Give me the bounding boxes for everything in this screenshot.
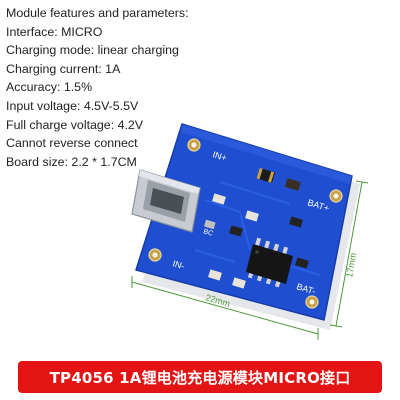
spec-line-charging-current: Charging current: 1A — [6, 61, 121, 76]
tp4056-chip — [246, 237, 293, 288]
spec-line-full-charge-voltage: Full charge voltage: 4.2V — [6, 117, 144, 132]
micro-usb-port — [131, 169, 201, 233]
spec-line-board-size: Board size: 2.2 * 1.7CM — [6, 154, 137, 169]
spec-heading: Module features and parameters: — [6, 6, 189, 20]
pad-label-in-minus: IN- — [171, 258, 185, 271]
spec-line-reverse: Cannot reverse connect — [6, 136, 138, 151]
smd-components — [204, 167, 309, 289]
spec-line-input-voltage: Input voltage: 4.5V-5.5V — [6, 98, 139, 113]
dimension-height: 17mm — [329, 180, 369, 328]
spec-line-interface: Interface: MICRO — [6, 24, 103, 39]
pcb-pads — [148, 138, 343, 309]
product-title: TP4056 1A锂电池充电源模块MICRO接口 — [49, 368, 351, 387]
silkscreen-bc: BC — [202, 228, 213, 238]
spec-list: Module features and parameters: Interfac… — [6, 4, 189, 171]
dimension-height-label: 17mm — [344, 252, 358, 278]
pad-label-in-plus: IN+ — [211, 149, 228, 163]
product-title-banner: TP4056 1A锂电池充电源模块MICRO接口 — [18, 361, 382, 393]
spec-line-charging-mode: Charging mode: linear charging — [6, 43, 179, 58]
spec-line-accuracy: Accuracy: 1.5% — [6, 80, 93, 95]
